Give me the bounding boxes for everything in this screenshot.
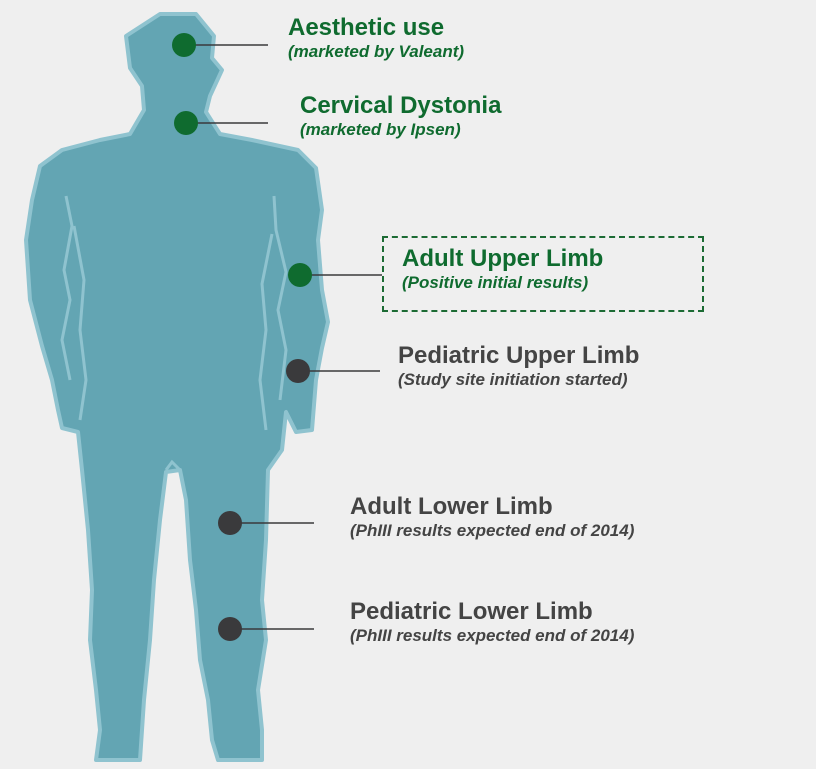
indication-subtitle: (marketed by Valeant) xyxy=(288,42,464,62)
aesthetic-use-label: Aesthetic use (marketed by Valeant) xyxy=(288,14,464,62)
aesthetic-marker-dot xyxy=(172,33,196,57)
pediatric-upper-limb-marker-dot xyxy=(286,359,310,383)
indication-subtitle: (marketed by Ipsen) xyxy=(300,120,501,140)
indication-subtitle: (Study site initiation started) xyxy=(398,370,639,390)
indication-title: Pediatric Upper Limb xyxy=(398,342,639,370)
cervical-marker-dot xyxy=(174,111,198,135)
pediatric-lower-limb-marker-dot xyxy=(218,617,242,641)
adult-lower-limb-marker-dot xyxy=(218,511,242,535)
indication-title: Adult Upper Limb xyxy=(402,245,603,273)
indication-title: Adult Lower Limb xyxy=(350,493,634,521)
cervical-dystonia-label: Cervical Dystonia (marketed by Ipsen) xyxy=(300,92,501,140)
indication-subtitle: (PhIII results expected end of 2014) xyxy=(350,521,634,541)
indication-subtitle: (Positive initial results) xyxy=(402,273,603,293)
adult-lower-limb-label: Adult Lower Limb (PhIII results expected… xyxy=(350,493,634,541)
indication-title: Cervical Dystonia xyxy=(300,92,501,120)
pediatric-upper-limb-label: Pediatric Upper Limb (Study site initiat… xyxy=(398,342,639,390)
pediatric-lower-limb-label: Pediatric Lower Limb (PhIII results expe… xyxy=(350,598,634,646)
indication-title: Aesthetic use xyxy=(288,14,464,42)
indication-title: Pediatric Lower Limb xyxy=(350,598,634,626)
adult-upper-limb-label: Adult Upper Limb (Positive initial resul… xyxy=(402,245,603,293)
indication-subtitle: (PhIII results expected end of 2014) xyxy=(350,626,634,646)
adult-upper-limb-marker-dot xyxy=(288,263,312,287)
